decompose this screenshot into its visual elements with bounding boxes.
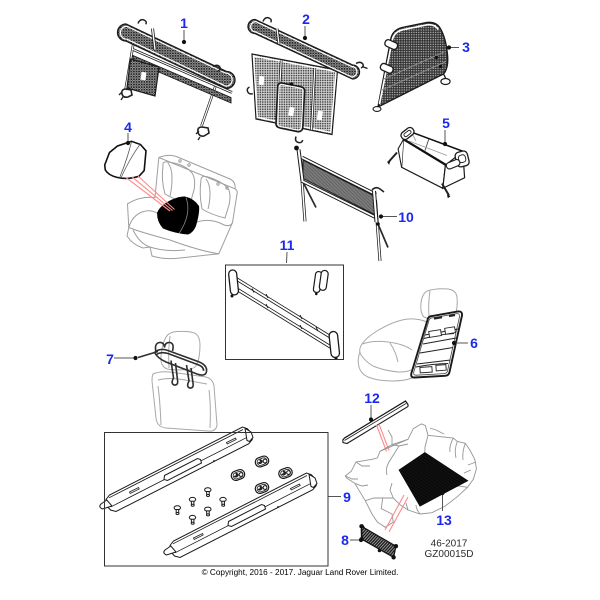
svg-text:11: 11	[280, 237, 295, 253]
svg-text:GZ00015D: GZ00015D	[425, 549, 474, 560]
svg-text:5: 5	[442, 115, 450, 131]
svg-text:6: 6	[470, 335, 478, 351]
svg-text:7: 7	[106, 351, 114, 367]
svg-text:46-2017: 46-2017	[431, 539, 468, 550]
svg-text:9: 9	[343, 489, 351, 505]
svg-text:12: 12	[364, 390, 380, 406]
svg-text:8: 8	[341, 532, 349, 548]
svg-text:© Copyright, 2016 - 2017. Jagu: © Copyright, 2016 - 2017. Jaguar Land Ro…	[202, 568, 399, 577]
svg-text:13: 13	[436, 512, 452, 528]
svg-text:10: 10	[398, 209, 414, 225]
svg-text:4: 4	[124, 119, 132, 135]
svg-text:1: 1	[180, 15, 188, 31]
svg-text:2: 2	[302, 11, 310, 27]
svg-text:3: 3	[462, 39, 470, 55]
